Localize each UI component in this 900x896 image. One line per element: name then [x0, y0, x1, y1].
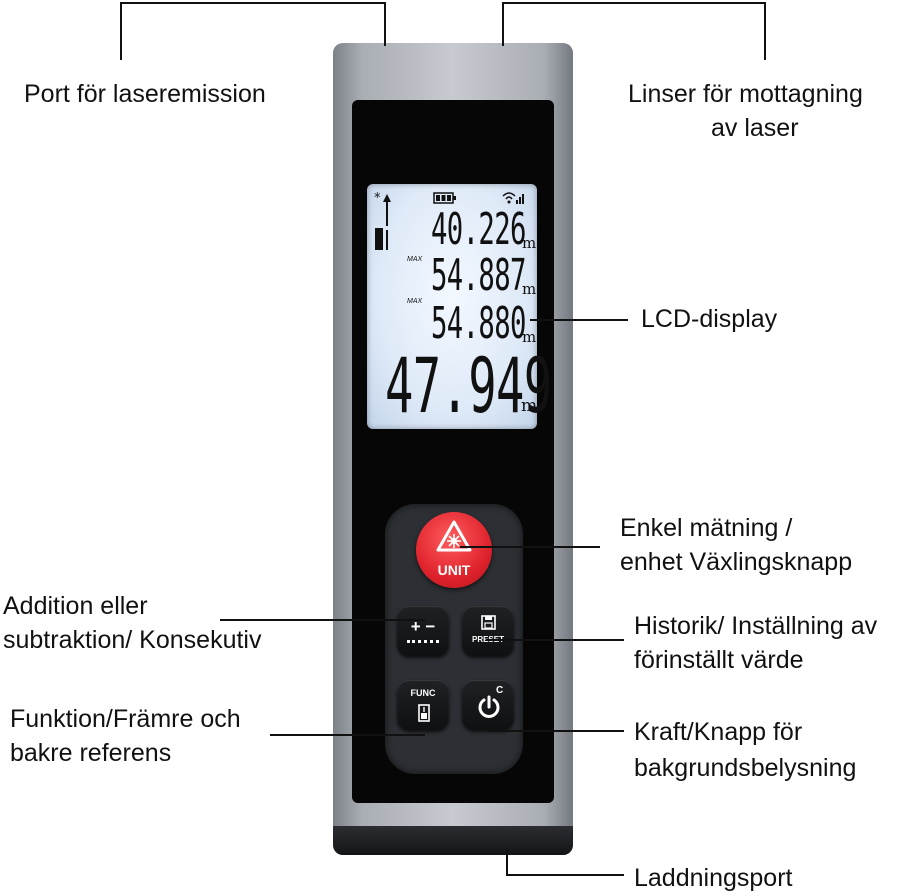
power-leader [488, 730, 624, 732]
lcd-reading-3: 54.880 [431, 298, 526, 349]
measure-label-2: enhet Växlingsknapp [620, 548, 853, 576]
lcd-unit-3: m [522, 328, 537, 346]
svg-text:*: * [374, 191, 381, 206]
receiver-lens-leader-v1 [502, 2, 504, 46]
lcd-unit-2: m [522, 280, 537, 298]
lcd-leader [530, 319, 628, 321]
function-label-1: Funktion/Främre och [10, 705, 241, 733]
lcd-main-unit: m [521, 396, 538, 416]
receiver-lens-label-1: Linser för mottagning [628, 80, 863, 108]
laser-warning-icon [436, 520, 472, 552]
receiver-lens-leader-v2 [764, 2, 766, 60]
laser-port-leader-v1 [120, 2, 122, 60]
lcd-unit-1: m [522, 234, 537, 252]
dotted-line-icon [407, 640, 439, 643]
unit-button-leader [460, 546, 600, 548]
laser-port-leader-v2 [384, 2, 386, 46]
func-leader [270, 734, 425, 736]
preset-button[interactable]: PRESET [462, 606, 514, 656]
receiver-lens-label-2: av laser [711, 114, 799, 142]
measure-label-1: Enkel mätning / [620, 514, 793, 542]
laser-port-label: Port för laseremission [24, 80, 266, 108]
charging-port-end-cap [333, 826, 573, 855]
lcd-display: * 40.226 m MAX 54.887 m MAX 54.880 m 47.… [367, 184, 552, 429]
preset-leader [486, 639, 624, 641]
history-label-1: Historik/ Inställning av [634, 612, 878, 640]
signal-icon [502, 192, 524, 204]
backlight-superscript: C [496, 685, 504, 696]
lcd-label: LCD-display [641, 305, 778, 333]
add-subtract-leader [220, 619, 425, 621]
func-label: FUNC [410, 688, 436, 698]
lcd-max-label-2: MAX [407, 298, 423, 305]
history-label-2: förinställt värde [634, 646, 804, 674]
unit-button[interactable] [416, 512, 492, 588]
add-subtract-label-1: Addition eller [3, 592, 148, 620]
power-icon [478, 695, 500, 718]
battery-icon [433, 192, 456, 204]
function-label-2: bakre referens [10, 739, 172, 767]
save-icon [481, 615, 496, 630]
power-label-1: Kraft/Knapp för [634, 718, 803, 746]
func-button[interactable]: FUNC [397, 680, 449, 730]
add-subtract-label-2: subtraktion/ Konsekutiv [3, 626, 262, 654]
lcd-reading-2: 54.887 [431, 250, 526, 301]
charging-leader-h [506, 874, 624, 876]
receiver-lens-leader-h [502, 2, 766, 4]
charging-port-label: Laddningsport [634, 864, 793, 892]
lcd-max-label-1: MAX [407, 256, 423, 263]
power-button[interactable]: C [462, 680, 514, 730]
lcd-reading-1: 40.226 [431, 204, 526, 255]
power-label-2: bakgrundsbelysning [634, 754, 857, 782]
charging-leader-v [506, 849, 508, 876]
reference-icon [418, 704, 430, 722]
laser-indicator-icon: * [374, 191, 391, 250]
add-subtract-button[interactable]: + − [397, 606, 449, 656]
lcd-main-reading: 47.949 [385, 341, 552, 430]
unit-button-label: UNIT [437, 562, 471, 578]
laser-port-leader-h [120, 2, 386, 4]
add-subtract-label: + − [410, 617, 436, 636]
